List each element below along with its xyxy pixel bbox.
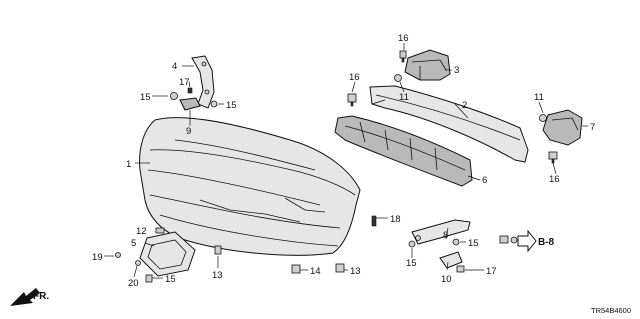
callout-13-left: 13 <box>212 270 223 281</box>
hardware-clip-18 <box>371 215 377 227</box>
callout-9: 9 <box>186 126 191 137</box>
bumper-reinforcement-beam <box>369 85 529 163</box>
callout-numbers: 1 2 3 4 5 6 7 8 9 10 11 11 12 13 13 14 1… <box>92 33 595 289</box>
hardware-grommet-17-lower <box>456 265 465 273</box>
callout-8: 8 <box>443 230 448 241</box>
callout-10: 10 <box>441 274 452 285</box>
front-direction-label: FR. <box>33 291 49 302</box>
callout-15-lower-mid: 15 <box>468 238 479 249</box>
callout-11-top: 11 <box>399 92 409 103</box>
hardware-clip-17-upper <box>187 87 193 94</box>
hardware-bolt-15-left-upper <box>170 92 178 100</box>
reference-b8-arrow: B-8 <box>517 229 555 253</box>
front-direction-indicator: FR. <box>10 288 49 306</box>
callout-12: 12 <box>136 226 147 237</box>
hardware-screw-19 <box>115 252 121 258</box>
callout-15-mid-upper: 15 <box>226 100 237 111</box>
hardware-grommet-14 <box>291 264 301 274</box>
callout-15-lower-left: 15 <box>406 258 417 269</box>
callout-15-plate: 15 <box>165 274 176 285</box>
callout-7: 7 <box>590 122 595 133</box>
diagram-code: TR54B4600 <box>591 306 631 315</box>
callout-13-right: 13 <box>350 266 361 277</box>
side-bracket <box>191 55 215 109</box>
callout-6: 6 <box>482 175 487 186</box>
hardware-clip-b8 <box>499 235 518 244</box>
hardware-screw-20 <box>135 260 141 266</box>
hardware-bolt-15-lower-left <box>408 240 416 248</box>
hardware-bolt-13-left <box>214 245 222 255</box>
hardware-bolt-16-top <box>399 50 407 63</box>
hardware-bolt-15-lower-mid <box>452 238 460 246</box>
callout-3: 3 <box>454 65 459 76</box>
license-plate-base <box>139 231 196 277</box>
hardware-bolt-11-right <box>539 114 547 122</box>
clip-bracket <box>179 97 201 111</box>
leader-lines <box>104 43 588 279</box>
bumper-extension-upper <box>404 49 451 81</box>
front-bumper-face <box>139 117 361 256</box>
callout-19: 19 <box>92 252 103 263</box>
front-arrow-icon <box>10 288 40 306</box>
callout-2: 2 <box>462 100 467 111</box>
callout-17-upper: 17 <box>179 77 190 88</box>
small-bracket <box>439 251 463 269</box>
callout-14: 14 <box>310 266 321 277</box>
callout-17-lower: 17 <box>486 266 497 277</box>
callout-5: 5 <box>131 238 136 249</box>
reference-b8-label: B-8 <box>538 237 555 248</box>
bumper-absorber <box>334 115 473 187</box>
callout-1: 1 <box>126 159 131 170</box>
callout-16-top: 16 <box>398 33 409 44</box>
hardware-bolt-11-top <box>394 74 402 82</box>
lower-bracket <box>411 219 471 245</box>
callout-18: 18 <box>390 214 401 225</box>
callout-11-right: 11 <box>534 92 544 103</box>
hardware-bolt-16-right <box>548 151 558 164</box>
hardware-bolt-16-left <box>347 93 357 107</box>
hardware-clip-12 <box>155 227 165 234</box>
bumper-extension-lower <box>542 109 583 146</box>
callout-20: 20 <box>128 278 139 289</box>
callout-4: 4 <box>172 61 177 72</box>
hardware-bolt-15-mid-upper <box>210 100 218 108</box>
callout-15-left-upper: 15 <box>140 92 151 103</box>
hardware-bolt-15-plate <box>145 274 153 283</box>
callout-16-left: 16 <box>349 72 360 83</box>
hardware-grommet-13-right <box>335 263 345 273</box>
callout-16-right: 16 <box>549 174 560 185</box>
